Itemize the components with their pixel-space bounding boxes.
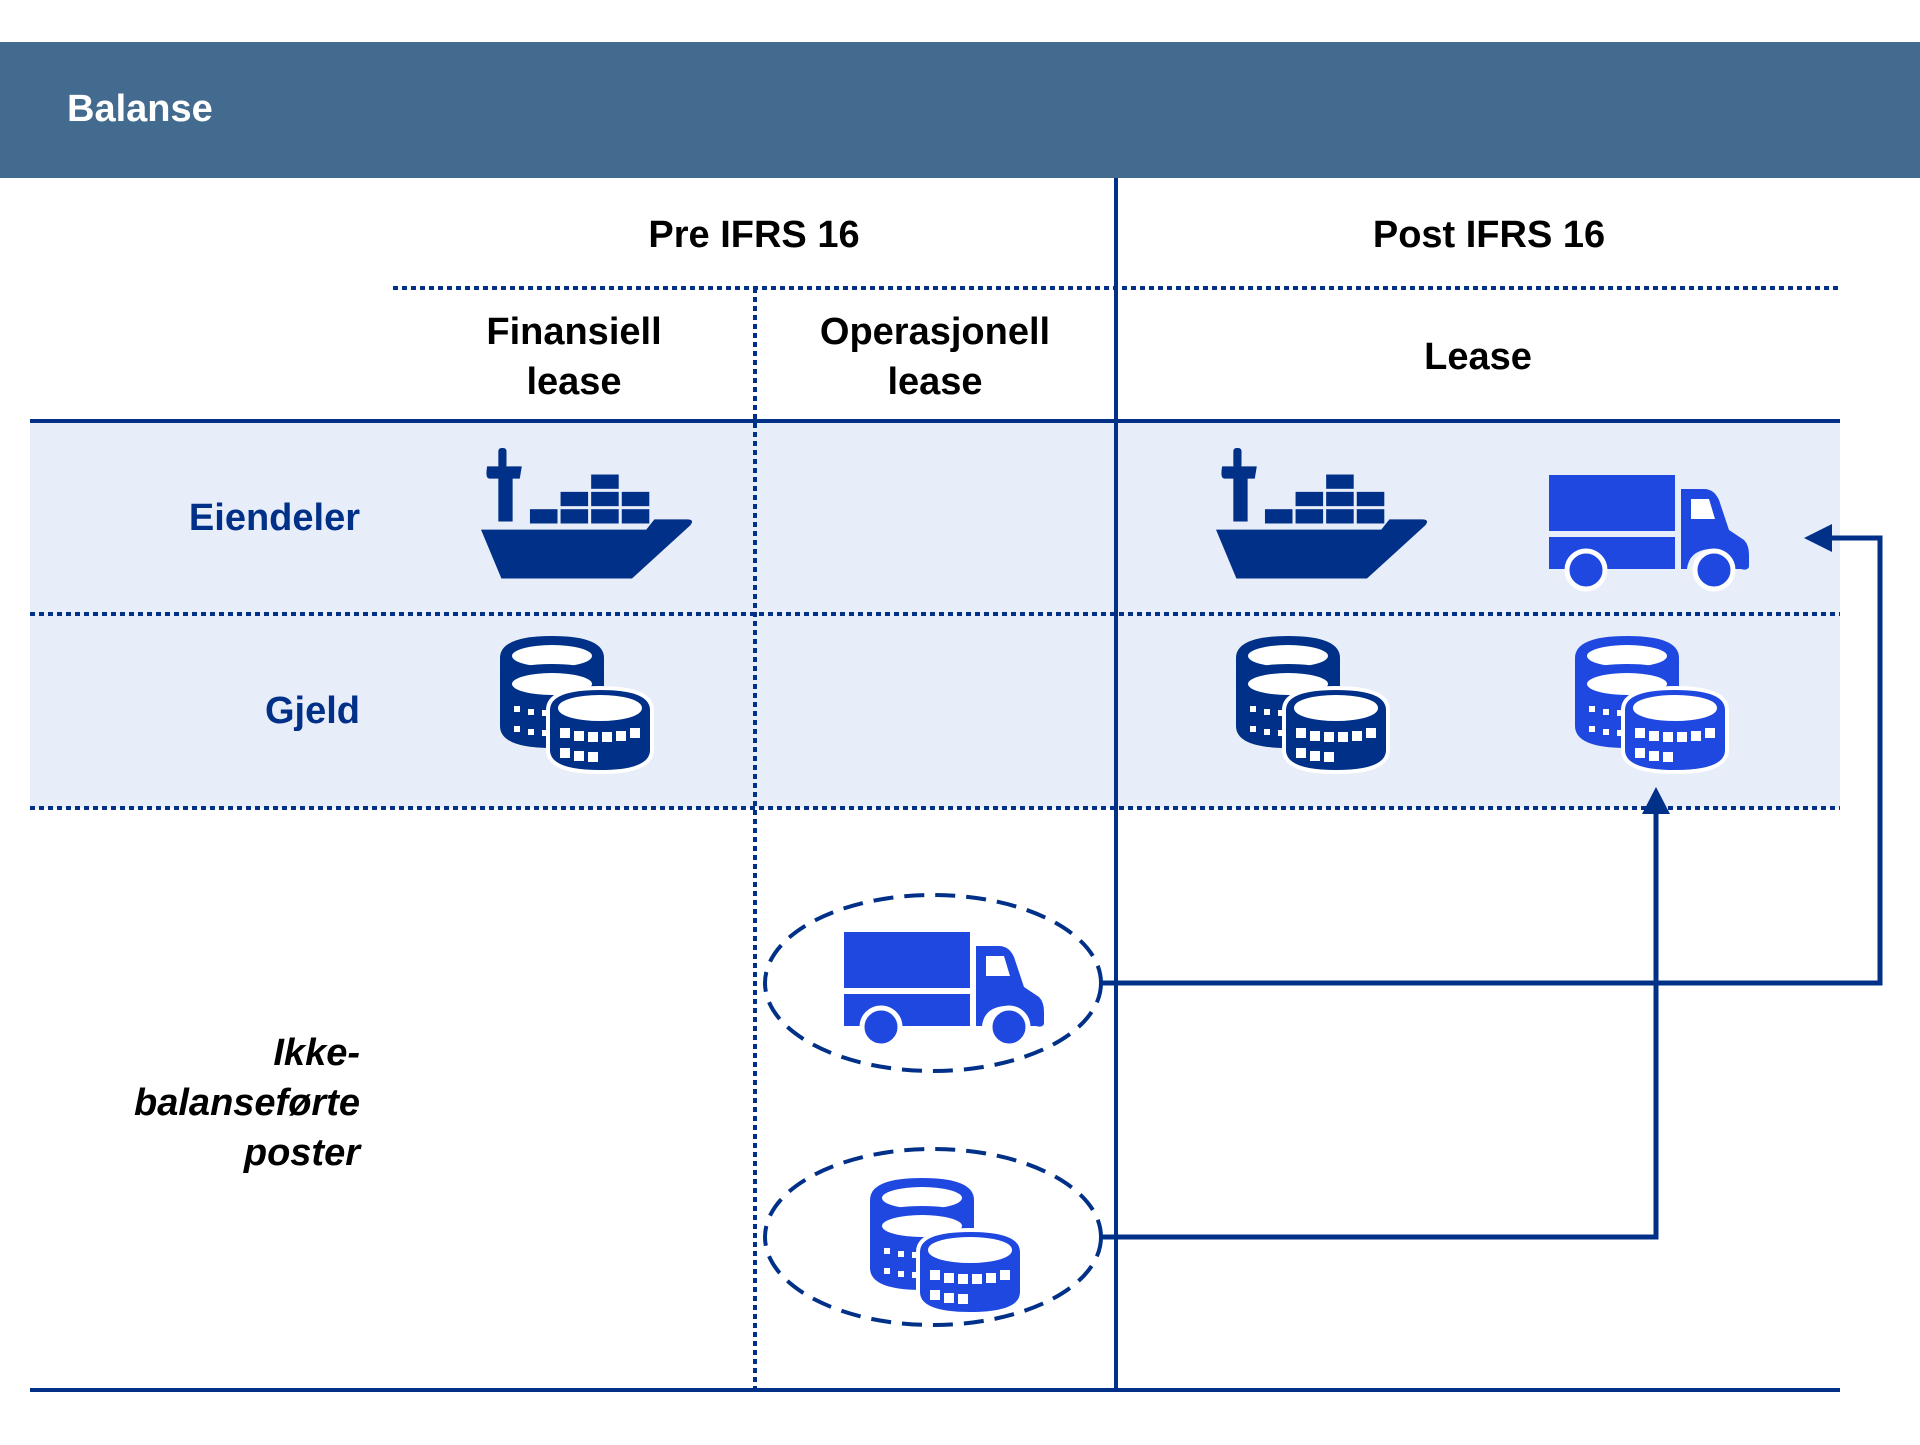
truck-to-assets-arrow	[1101, 535, 1883, 986]
coins-icon	[500, 636, 652, 772]
liabilities-label: Gjeld	[264, 690, 360, 732]
ship-icon	[481, 448, 693, 579]
truck-icon	[844, 932, 1044, 1046]
operating-lease-line2: lease	[887, 361, 983, 403]
finance-lease-line1: Finansiell	[486, 311, 662, 353]
pre-ifrs16-heading: Pre IFRS 16	[648, 214, 860, 256]
assets-row-band	[30, 421, 1840, 614]
assets-label: Eiendeler	[188, 497, 360, 539]
truck-icon	[1549, 475, 1749, 589]
ship-icon	[1216, 448, 1428, 579]
finance-lease-line2: lease	[526, 361, 622, 403]
coins-arrow-head	[1642, 787, 1670, 814]
operating-lease-line1: Operasjonell	[819, 311, 1051, 353]
lease-heading: Lease	[1424, 336, 1532, 378]
off-balance-line2: balanseførte	[134, 1082, 360, 1124]
off-balance-line1: Ikke-	[273, 1032, 360, 1074]
operating-lease-heading: Operasjonell lease	[755, 307, 1115, 407]
coins-to-liabilities-arrow	[1101, 810, 1659, 1240]
truck-arrow-head	[1804, 524, 1832, 552]
coins-icon	[1575, 636, 1727, 772]
page-title: Balanse	[67, 88, 213, 130]
finance-lease-heading: Finansiell lease	[393, 307, 755, 407]
off-balance-label: Ikke- balanseførte poster	[40, 1028, 360, 1178]
coins-icon	[1236, 636, 1388, 772]
liabilities-row-band	[30, 614, 1840, 808]
coins-icon	[870, 1178, 1022, 1314]
post-ifrs16-heading: Post IFRS 16	[1372, 214, 1606, 256]
off-balance-line3: poster	[243, 1132, 360, 1174]
header-band	[0, 42, 1920, 178]
